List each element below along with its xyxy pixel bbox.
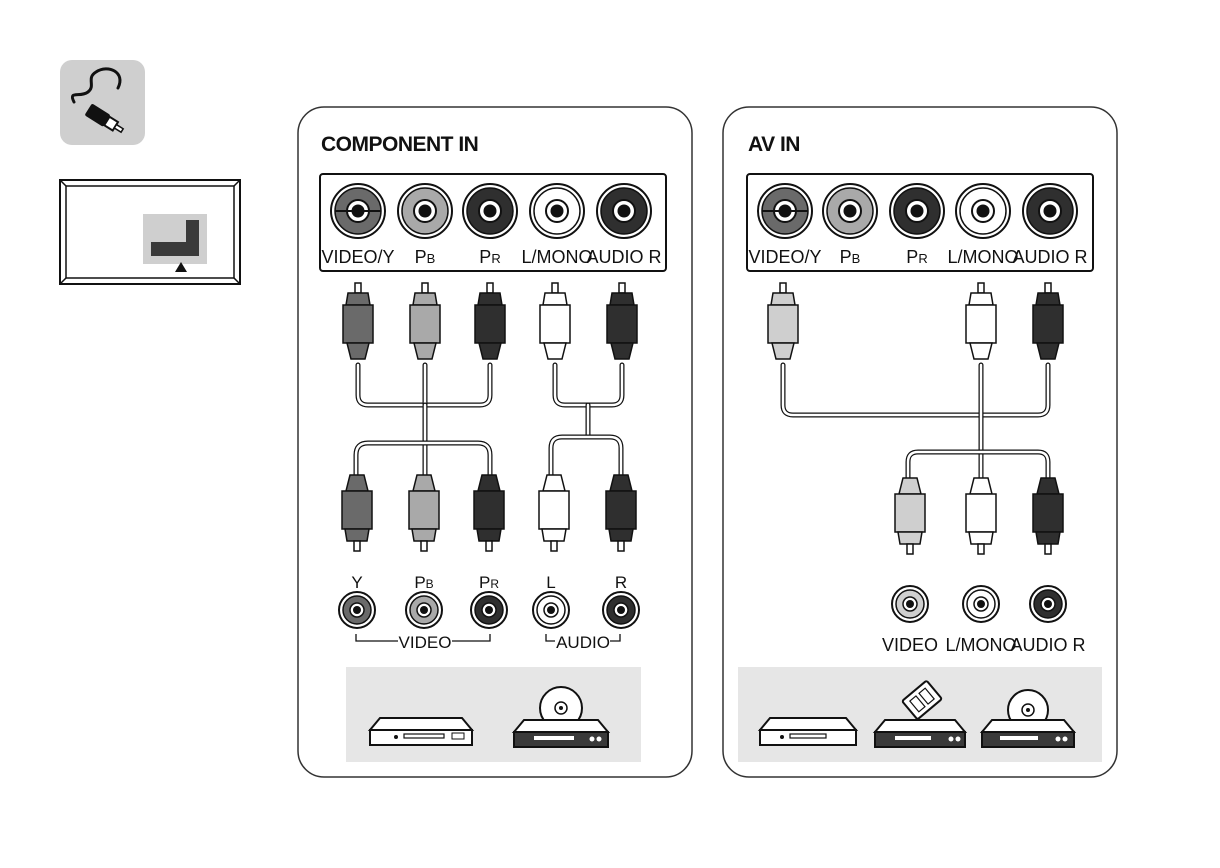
component-tv-jack-3[interactable] xyxy=(530,184,584,238)
component-tv-plug-3 xyxy=(540,283,570,359)
component-device-plug-1 xyxy=(409,475,439,551)
av-tv-jack-0[interactable] xyxy=(758,184,812,238)
av-device-jack-2[interactable] xyxy=(1030,586,1066,622)
av-device-jack-label: AUDIO R xyxy=(1010,635,1085,655)
audio-group-label: AUDIO xyxy=(556,633,610,652)
av-device-plug-2 xyxy=(1033,478,1063,554)
component-device-plug-0 xyxy=(342,475,372,551)
av-tv-plug-0 xyxy=(768,283,798,359)
tv-back-icon xyxy=(60,180,240,284)
component-device-plug-3 xyxy=(539,475,569,551)
vcr-icon xyxy=(760,718,856,745)
component-tv-plug-2 xyxy=(475,283,505,359)
component-tv-jack-4[interactable] xyxy=(597,184,651,238)
av-device-jack-label: L/MONO xyxy=(945,635,1016,655)
av-device-jack-0[interactable] xyxy=(892,586,928,622)
component-device-jack-label: R xyxy=(615,573,627,592)
av-device-plug-0 xyxy=(895,478,925,554)
av-tv-jack-1[interactable] xyxy=(823,184,877,238)
component-tv-plug-4 xyxy=(607,283,637,359)
video-group-label: VIDEO xyxy=(399,633,452,652)
av-device-jack-label: VIDEO xyxy=(882,635,938,655)
av-device-plug-1 xyxy=(966,478,996,554)
av-in-title: AV IN xyxy=(748,133,800,156)
component-device-plug-4 xyxy=(606,475,636,551)
dvd-player-icon xyxy=(370,718,472,745)
component-device-jack-label: Y xyxy=(351,573,362,592)
component-device-jack-label: L xyxy=(546,573,555,592)
component-device-jack-1[interactable] xyxy=(406,592,442,628)
component-tv-jack-label: L/MONO xyxy=(521,247,592,267)
av-tv-jack-4[interactable] xyxy=(1023,184,1077,238)
av-tv-plug-1 xyxy=(966,283,996,359)
component-in-title: COMPONENT IN xyxy=(321,133,478,156)
av-tv-jack-label: VIDEO/Y xyxy=(748,247,821,267)
component-tv-jack-1[interactable] xyxy=(398,184,452,238)
component-device-jack-4[interactable] xyxy=(603,592,639,628)
av-tv-jack-label: L/MONO xyxy=(947,247,1018,267)
component-tv-jack-label: AUDIO R xyxy=(586,247,661,267)
av-tv-plug-2 xyxy=(1033,283,1063,359)
cable-icon xyxy=(60,60,145,145)
av-tv-jack-3[interactable] xyxy=(956,184,1010,238)
component-tv-jack-2[interactable] xyxy=(463,184,517,238)
component-tv-plug-0 xyxy=(343,283,373,359)
component-tv-jack-label: VIDEO/Y xyxy=(321,247,394,267)
component-device-plug-2 xyxy=(474,475,504,551)
component-device-jack-0[interactable] xyxy=(339,592,375,628)
component-device-jack-2[interactable] xyxy=(471,592,507,628)
component-tv-plug-1 xyxy=(410,283,440,359)
component-device-jack-3[interactable] xyxy=(533,592,569,628)
av-device-jack-1[interactable] xyxy=(963,586,999,622)
component-tv-jack-0[interactable] xyxy=(331,184,385,238)
av-tv-jack-2[interactable] xyxy=(890,184,944,238)
av-tv-jack-label: AUDIO R xyxy=(1012,247,1087,267)
